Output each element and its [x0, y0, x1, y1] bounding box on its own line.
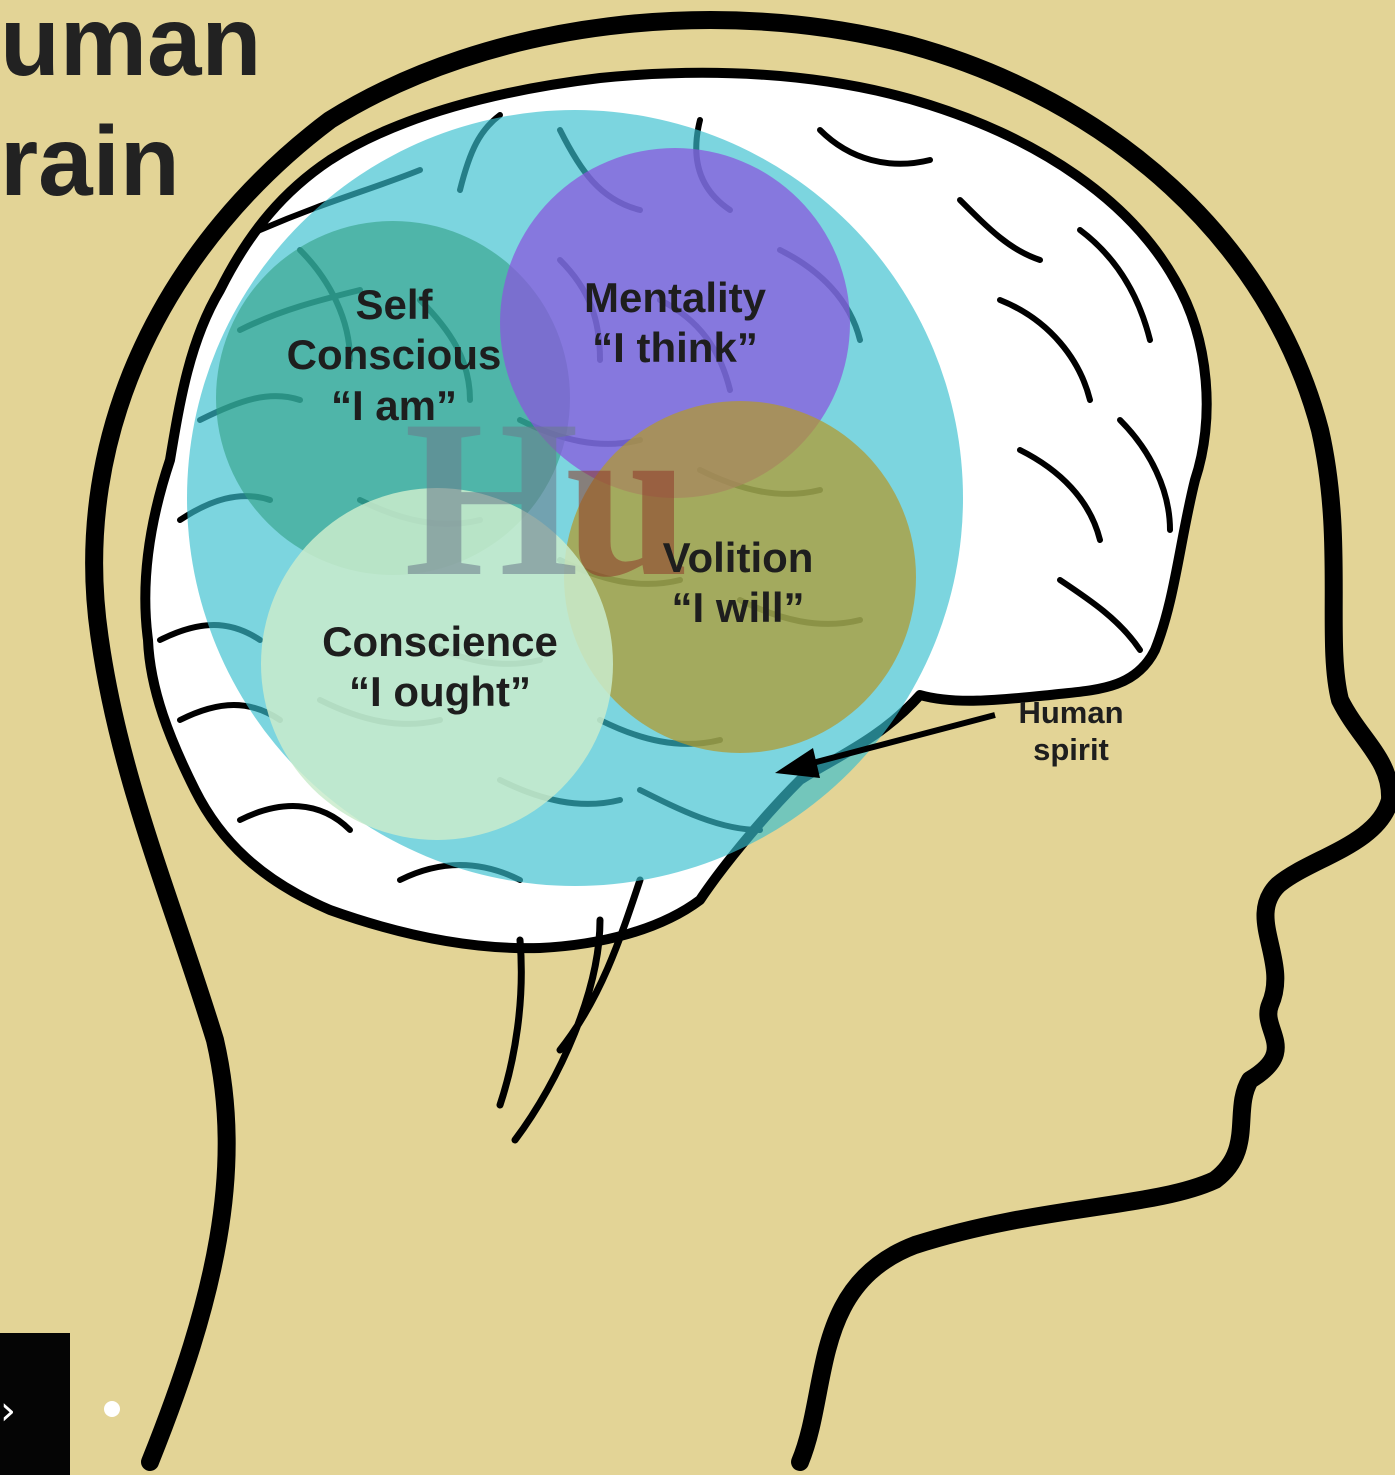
title-line-2: rain [0, 112, 180, 210]
volition-line-1: Volition [638, 533, 838, 583]
volition-label: Volition “I will” [638, 533, 838, 634]
title-line-1: uman [0, 0, 261, 90]
human-spirit-line-2: spirit [1000, 731, 1142, 768]
human-spirit-line-1: Human [1000, 694, 1142, 731]
self-conscious-line-3: “I am” [272, 381, 516, 431]
white-dot [104, 1401, 120, 1417]
mentality-label: Mentality “I think” [560, 273, 790, 374]
mentality-line-2: “I think” [560, 323, 790, 373]
chevron-right-icon: › [0, 1388, 16, 1434]
conscience-line-2: “I ought” [295, 667, 585, 717]
conscience-label: Conscience “I ought” [295, 617, 585, 718]
self-conscious-line-2: Conscious [272, 330, 516, 380]
self-conscious-label: Self Conscious “I am” [272, 280, 516, 431]
conscience-line-1: Conscience [295, 617, 585, 667]
self-conscious-line-1: Self [272, 280, 516, 330]
volition-line-2: “I will” [638, 583, 838, 633]
mentality-line-1: Mentality [560, 273, 790, 323]
human-spirit-label: Human spirit [1000, 694, 1142, 768]
